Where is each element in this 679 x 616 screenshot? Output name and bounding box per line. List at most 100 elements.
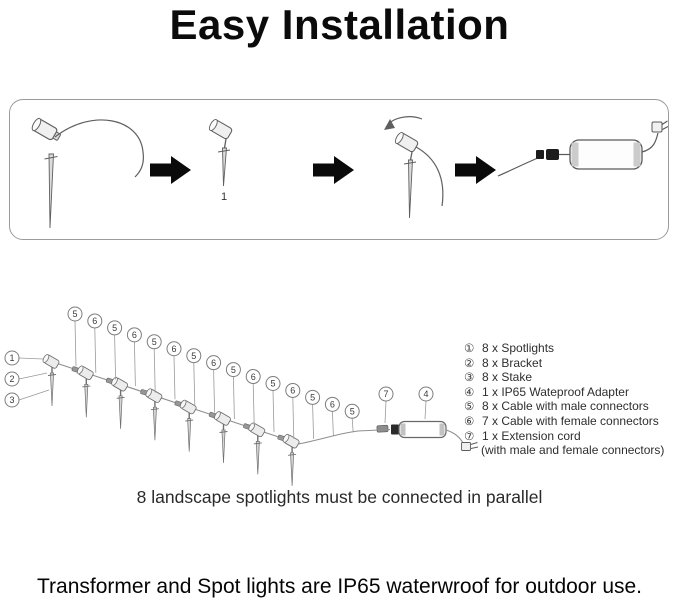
input-cable bbox=[497, 157, 539, 177]
spotlight-5 bbox=[178, 398, 198, 453]
spotlight-shape bbox=[75, 364, 95, 419]
cable-callout-14-leader bbox=[332, 411, 334, 436]
spotlight-shape bbox=[178, 398, 198, 453]
cable-callout-10-leader bbox=[252, 383, 255, 426]
cable-callout-13-number: 5 bbox=[310, 393, 315, 403]
cable-callout-2-leader bbox=[94, 327, 97, 373]
legend-item-label: 7 x Cable with female connectors bbox=[482, 413, 659, 428]
part-callout-1-number: 1 bbox=[9, 353, 14, 363]
spotlight-head bbox=[394, 132, 419, 153]
connection-cable bbox=[58, 363, 391, 445]
plug-prong bbox=[470, 441, 478, 446]
part-callout-1-leader bbox=[18, 357, 44, 360]
legend-item-male-cable: ⑤ 8 x Cable with male connectors bbox=[464, 399, 678, 414]
adapter-output-cable bbox=[445, 429, 464, 445]
part-callout-3-circle bbox=[4, 392, 20, 408]
spotlight-2 bbox=[75, 364, 95, 419]
page-title: Easy Installation bbox=[169, 1, 510, 48]
rotation-arrowhead-icon bbox=[384, 119, 395, 130]
plug-prong bbox=[470, 446, 479, 450]
legend-item-label: 8 x Bracket bbox=[482, 355, 543, 370]
spotlight-cable bbox=[415, 146, 444, 207]
cable-callout-5-number: 5 bbox=[152, 337, 157, 347]
spotlight-stem bbox=[223, 138, 227, 149]
spotlight-stem bbox=[409, 151, 413, 161]
spotlight-shape bbox=[212, 409, 233, 464]
cable-callout-9-leader bbox=[233, 376, 235, 419]
output-cable bbox=[641, 132, 659, 153]
cable-callout-9-circle bbox=[225, 362, 241, 378]
cable-callout-11-circle bbox=[265, 376, 281, 391]
legend-item-spotlights: ① 8 x Spotlights bbox=[464, 341, 678, 356]
cable-callout-4-leader bbox=[134, 341, 136, 387]
step-arrow-3 bbox=[455, 156, 496, 184]
step-3-adjust-angle bbox=[384, 116, 444, 219]
cable-callout-15-leader bbox=[351, 418, 354, 433]
adapter-input-connector bbox=[391, 424, 399, 435]
step-1-spotlight-parts bbox=[31, 117, 144, 229]
part-callout-1-circle bbox=[4, 350, 20, 366]
legend-item-extension-cord-note: (with male and female connectors) bbox=[464, 443, 678, 458]
adapter-rib bbox=[571, 142, 579, 167]
cable-callout-5-circle bbox=[146, 334, 162, 350]
legend-item-number: ③ bbox=[464, 370, 475, 385]
adapter-callout-leader bbox=[424, 400, 427, 420]
extension-cord-callout-leader bbox=[384, 400, 387, 424]
spotlight-cable bbox=[54, 119, 144, 178]
adapter-rib bbox=[439, 423, 445, 436]
legend-item-label: 8 x Stake bbox=[482, 370, 533, 385]
spotlight-head bbox=[31, 117, 61, 141]
cable-callout-4-circle bbox=[126, 327, 142, 343]
spotlight-7 bbox=[246, 421, 267, 476]
cable-callout-3-leader bbox=[114, 334, 116, 380]
step-2-assembled-spotlight: 1 bbox=[208, 119, 233, 203]
cable-callout-11-number: 5 bbox=[270, 379, 275, 389]
spotlight-shape bbox=[109, 375, 130, 430]
legend-item-number: ① bbox=[464, 341, 475, 355]
cable-callout-3-circle bbox=[107, 320, 123, 336]
cable-callout-7-leader bbox=[193, 362, 196, 406]
parallel-connection-caption: 8 landscape spotlights must be connected… bbox=[136, 487, 543, 507]
installation-steps-illustration: 1 bbox=[31, 116, 668, 229]
ground-stake bbox=[222, 147, 227, 187]
cable-callout-6-leader bbox=[173, 355, 176, 400]
legend-item-label: (with male and female connectors) bbox=[481, 443, 665, 458]
spotlight-3 bbox=[109, 375, 130, 430]
legend-item-label: 1 x Extension cord bbox=[482, 428, 581, 443]
cable-callout-13-circle bbox=[305, 389, 321, 405]
male-connector bbox=[536, 150, 544, 159]
cable-callout-7-circle bbox=[186, 348, 202, 364]
extension-cord-callout-circle bbox=[378, 386, 394, 402]
cable-callout-3-number: 5 bbox=[112, 323, 117, 333]
legend-item-number: ⑦ bbox=[464, 428, 475, 443]
extension-cord-connector bbox=[376, 424, 389, 433]
legend-item-female-cable: ⑥ 7 x Cable with female connectors bbox=[464, 414, 678, 429]
spotlight-shape bbox=[246, 421, 267, 476]
cable-callout-8-circle bbox=[206, 355, 222, 371]
plug-prong bbox=[661, 120, 668, 126]
legend-item-stake: ③ 8 x Stake bbox=[464, 370, 678, 385]
part-callout-2-leader bbox=[18, 372, 48, 380]
part-callout-3-leader bbox=[18, 389, 50, 401]
adapter-body bbox=[569, 139, 643, 170]
plug-prong bbox=[662, 125, 668, 131]
adapter-rib bbox=[633, 142, 641, 167]
adapter-callout-number: 4 bbox=[423, 389, 428, 399]
cable-callout-2-circle bbox=[87, 313, 103, 329]
spotlight-8 bbox=[281, 432, 301, 487]
spotlight-1 bbox=[41, 352, 61, 407]
cable-callout-13-leader bbox=[312, 404, 314, 439]
extension-connector-body bbox=[376, 424, 389, 433]
adapter-callout-circle bbox=[418, 386, 434, 402]
cable-callout-4-number: 6 bbox=[132, 330, 137, 340]
extension-cord-callout-number: 7 bbox=[383, 389, 388, 399]
cable-callout-14-number: 6 bbox=[330, 400, 335, 410]
cable-callout-12-leader bbox=[292, 397, 295, 439]
cable-callout-2-number: 6 bbox=[92, 316, 97, 326]
cable-callout-10-number: 6 bbox=[251, 372, 256, 382]
legend-item-number: ④ bbox=[464, 384, 475, 399]
cable-callout-6-number: 6 bbox=[171, 344, 176, 354]
spotlight-4 bbox=[143, 387, 164, 441]
adapter-rib bbox=[400, 423, 406, 436]
